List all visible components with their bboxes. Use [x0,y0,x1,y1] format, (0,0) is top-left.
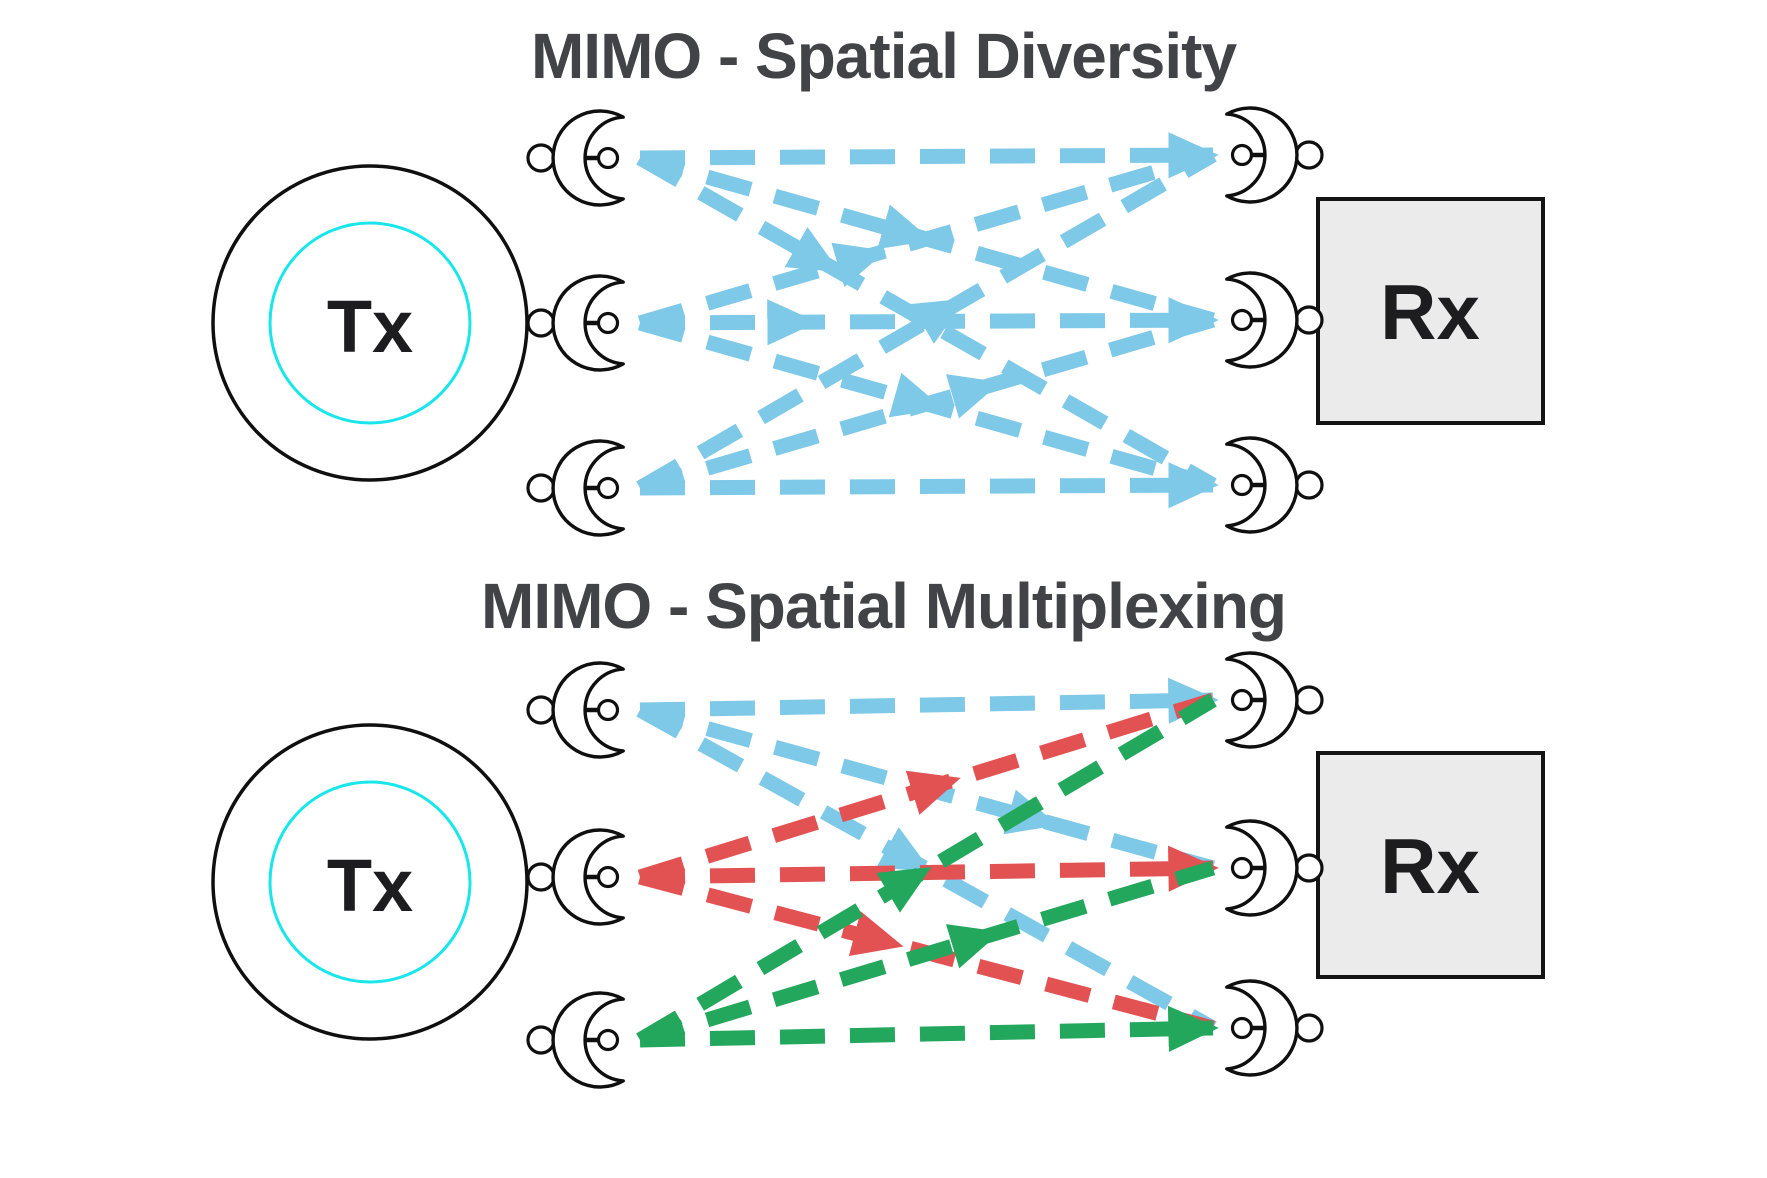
antenna-crescent [1225,271,1299,369]
tx-outer-circle [211,723,529,1041]
rx-label-diversity: Rx [1380,268,1480,356]
antenna-mount-circle [526,473,556,503]
path-tx2-rx1-spatial-multiplexing [637,692,1216,885]
path-tx3-rx3-spatial-diversity [639,462,1219,509]
title-spatial-diversity: MIMO - Spatial Diversity [530,20,1237,92]
tx-node-multiplexing [211,723,529,1041]
antenna-crescent [551,828,625,926]
path-tx2-rx1-spatial-diversity [637,147,1216,331]
path-tx2-rx3-spatial-multiplexing [638,869,1215,1036]
antennas-layer [526,106,1324,1089]
antenna-crescent [551,439,625,537]
rx-antenna-2-spatial-diversity [1225,271,1324,369]
rx-antenna-1-spatial-diversity [1225,106,1324,204]
antenna-mount-circle [1294,685,1324,715]
antenna-mount-circle [1294,470,1324,500]
antenna-crescent [1225,819,1299,917]
antenna-feed-ball [1230,143,1254,167]
path-tx1-rx1-spatial-multiplexing [639,677,1219,724]
antenna-feed-ball [596,865,620,889]
path-tx2-rx2-spatial-diversity [639,297,1219,346]
path-tx3-rx2-spatial-multiplexing [637,860,1216,1048]
antenna-crescent [1225,979,1299,1077]
rx-antenna-1-spatial-multiplexing [1225,651,1324,749]
rx-antenna-3-spatial-multiplexing [1225,979,1324,1077]
tx-inner-cyan-ring [268,780,472,984]
tx-antenna-1-spatial-diversity [526,109,625,207]
antenna-feed-ball [1230,856,1254,880]
antenna-feed-ball [596,311,620,335]
path-tx3-rx2-spatial-diversity [637,312,1216,496]
antenna-crescent [551,661,625,759]
tx-inner-cyan-ring [268,221,472,425]
tx-antenna-1-spatial-multiplexing [526,661,625,759]
tx-antenna-2-spatial-multiplexing [526,828,625,926]
path-tx3-rx3-spatial-multiplexing [639,1005,1219,1053]
rx-box-diversity [1316,197,1545,425]
antenna-crescent [1225,106,1299,204]
path-tx1-rx1-spatial-diversity [639,132,1219,179]
antenna-mount-circle [526,695,556,725]
antenna-crescent [551,109,625,207]
path-tx2-rx2-spatial-multiplexing [639,845,1219,892]
antenna-crescent [551,274,625,372]
antenna-feed-ball [596,146,620,170]
antenna-feed-ball [596,476,620,500]
antenna-crescent [1225,436,1299,534]
tx-antenna-3-spatial-multiplexing [526,991,625,1089]
antenna-feed-ball [1230,473,1254,497]
tx-antenna-3-spatial-diversity [526,439,625,537]
antenna-feed-ball [596,698,620,722]
tx-label-diversity: Tx [326,285,414,368]
antenna-mount-circle [526,1025,556,1055]
antenna-mount-circle [1294,305,1324,335]
antenna-mount-circle [1294,853,1324,883]
rx-antenna-2-spatial-multiplexing [1225,819,1324,917]
antenna-feed-ball [1230,1016,1254,1040]
antenna-crescent [1225,651,1299,749]
path-tx1-rx2-spatial-multiplexing [638,702,1215,876]
rx-label-multiplexing: Rx [1380,822,1480,910]
tx-label-multiplexing: Tx [326,844,414,927]
antenna-feed-ball [596,1028,620,1052]
antenna-crescent [551,991,625,1089]
antenna-feed-ball [1230,308,1254,332]
antenna-mount-circle [526,308,556,338]
antenna-feed-ball [1230,688,1254,712]
antenna-mount-circle [526,143,556,173]
antenna-mount-circle [526,862,556,892]
path-tx1-rx3-spatial-multiplexing [636,703,1217,1035]
title-spatial-multiplexing: MIMO - Spatial Multiplexing [481,570,1287,642]
links-layer [636,132,1219,1053]
path-tx3-rx1-spatial-multiplexing [636,693,1217,1047]
tx-antenna-2-spatial-diversity [526,274,625,372]
rx-box-multiplexing [1316,751,1545,979]
antenna-mount-circle [1294,1013,1324,1043]
antenna-mount-circle [1294,140,1324,170]
path-tx3-rx1-spatial-diversity [636,148,1217,495]
rx-antenna-3-spatial-diversity [1225,436,1324,534]
